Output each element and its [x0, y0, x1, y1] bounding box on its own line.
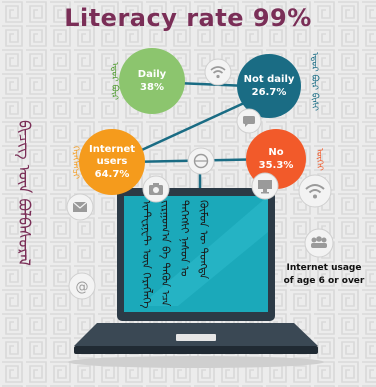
at-sign-icon: @ [68, 272, 96, 300]
screen-line: ᠬᠦᠮᠦᠨ ᠦ ᠳᠤᠩᠳᠠ [197, 200, 210, 280]
internet-users-mongolian-label: ᠬᠡᠷᠡᠭᠯᠡᠭᠴᠢ [70, 146, 80, 180]
not-daily-value: 26.7% [251, 86, 287, 98]
usage-caption-line1: Internet usage [286, 263, 362, 273]
internet-users-value: 64.7% [94, 168, 130, 180]
screen-line: ᠳᠡᠭᠡᠭᠰᠢ ᠨᠠᠰᠤᠨ ᠤ [178, 200, 191, 277]
desktop-icon [251, 172, 279, 200]
internet-users-circle: Internet users 64.7% [79, 129, 145, 195]
daily-value: 38% [140, 81, 164, 93]
people-icon [304, 228, 334, 258]
daily-label: Daily [137, 68, 167, 80]
side-label-mongolian: ᠪᠢᠴᠢᠭ ᠦᠨ ᠪᠣᠯᠪᠠᠰᠤᠷᠠᠯ [15, 120, 34, 266]
no-label: No [268, 146, 284, 158]
svg-text:@: @ [76, 280, 89, 295]
not-daily-circle: Not daily 26.7% [237, 54, 301, 118]
internet-users-label: Internet users [88, 143, 135, 167]
not-daily-label: Not daily [243, 73, 295, 85]
camera-icon [142, 175, 170, 203]
usage-caption-line2: of age 6 or over [283, 276, 365, 286]
globe-icon [187, 147, 215, 175]
wifi-icon [204, 58, 232, 86]
screen-line: ᠵᠢᠷᠭᠤᠭ᠎ᠠ ᠪᠠ ᠲᠡᠭᠦᠨ ᠡᠴᠡ [159, 200, 172, 307]
usage-caption: Internet usage of age 6 or over [274, 262, 374, 288]
chat-icon [236, 108, 262, 134]
daily-mongolian-label: ᠡᠳᠦᠷ ᠪᠦᠷ [109, 62, 119, 100]
page-title: Literacy rate 99% [64, 4, 312, 32]
daily-circle: Daily 38% [119, 48, 185, 114]
no-value: 35.3% [258, 159, 294, 171]
wifi-icon [298, 174, 332, 208]
not-daily-mongolian-label: ᠡᠳᠦᠷ ᠪᠦᠷ ᠪᠢᠰᠢ [309, 52, 319, 111]
screen-line: ᠢᠨᠲᠧᠷᠨᠧᠲ ᠦᠨ ᠬᠡᠷᠡᠭᠯᠡᠭᠡ [140, 200, 153, 309]
mail-icon [66, 193, 94, 221]
laptop-screen-text: ᠢᠨᠲᠧᠷᠨᠧᠲ ᠦᠨ ᠬᠡᠷᠡᠭᠯᠡᠭᠡ ᠵᠢᠷᠭᠤᠭ᠎ᠠ ᠪᠠ ᠲᠡᠭᠦᠨ … [140, 200, 210, 330]
no-mongolian-label: ᠦᠭᠡᠢ [314, 148, 324, 171]
